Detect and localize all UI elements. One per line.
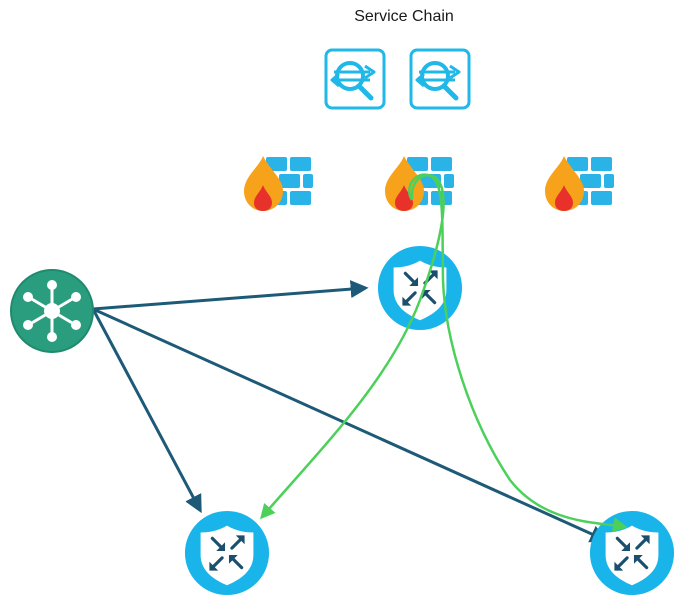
service-chain-path bbox=[260, 173, 628, 533]
diagram-title: Service Chain bbox=[354, 8, 454, 25]
router-shield-icon bbox=[376, 244, 464, 332]
connection-hub-to-router-left bbox=[91, 308, 202, 514]
hub-icon bbox=[10, 269, 94, 353]
service-path-to-router-left bbox=[260, 174, 445, 520]
connections bbox=[91, 280, 609, 543]
connection-hub-to-router-center bbox=[92, 280, 369, 311]
firewall-icon bbox=[244, 156, 313, 211]
firewall-icon bbox=[545, 156, 614, 211]
analyzer-icon bbox=[326, 50, 384, 108]
service-path-to-router-right bbox=[408, 173, 628, 533]
analyzer-icon bbox=[411, 50, 469, 108]
connection-hub-to-router-right bbox=[92, 307, 609, 543]
router-shield-icon bbox=[183, 509, 271, 597]
